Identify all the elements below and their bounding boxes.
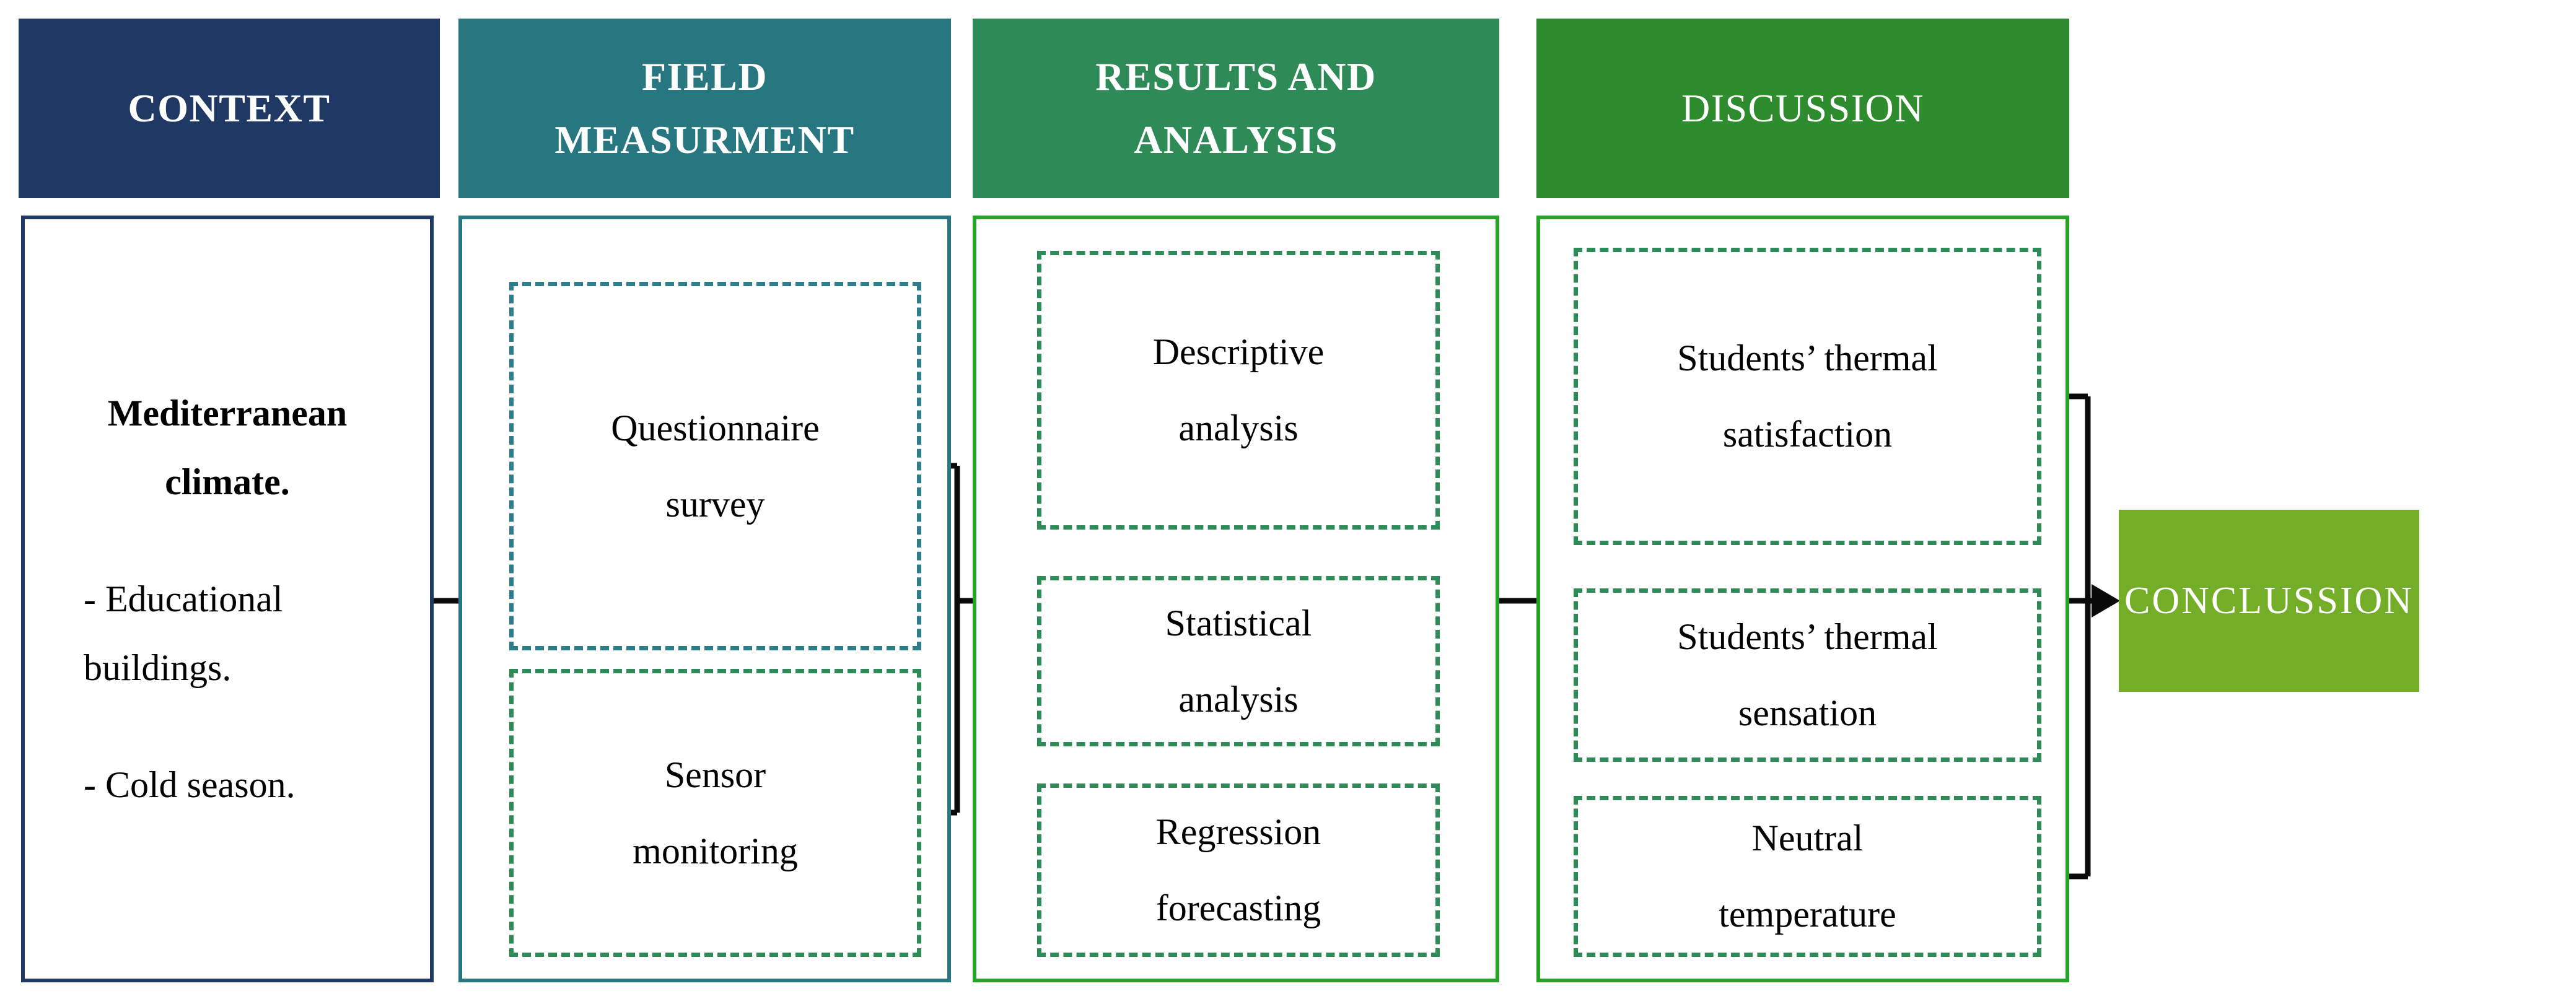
results-analysis-panel: [973, 216, 1499, 982]
conclusion-box: CONCLUSSION: [2119, 510, 2419, 692]
header-discussion: DISCUSSION: [1536, 19, 2069, 198]
sensor-monitoring-box: Sensor monitoring: [509, 669, 921, 957]
header-field-measurement: FIELD MEASURMENT: [458, 19, 951, 198]
context-bullet-cold-season: - Cold season.: [84, 764, 296, 805]
field-measurement-panel: [458, 216, 951, 982]
neutral-temperature-box: Neutral temperature: [1574, 796, 2041, 957]
questionnaire-survey-box: Questionnaire survey: [509, 282, 921, 650]
arrow-to-conclusion: [2092, 584, 2120, 618]
statistical-analysis-box: Statistical analysis: [1037, 576, 1440, 746]
context-panel: Mediterranean climate. - Educational bui…: [21, 216, 434, 982]
discussion-panel: [1536, 216, 2069, 982]
header-results-analysis: RESULTS AND ANALYSIS: [973, 19, 1499, 198]
header-context: CONTEXT: [19, 19, 440, 198]
thermal-satisfaction-box: Students’ thermal satisfaction: [1574, 248, 2041, 545]
regression-forecasting-box: Regression forecasting: [1037, 784, 1440, 957]
context-climate-text: Mediterranean climate.: [107, 392, 348, 502]
thermal-sensation-box: Students’ thermal sensation: [1574, 588, 2041, 762]
context-bullet-educational: - Educational buildings.: [84, 578, 283, 688]
descriptive-analysis-box: Descriptive analysis: [1037, 251, 1440, 530]
